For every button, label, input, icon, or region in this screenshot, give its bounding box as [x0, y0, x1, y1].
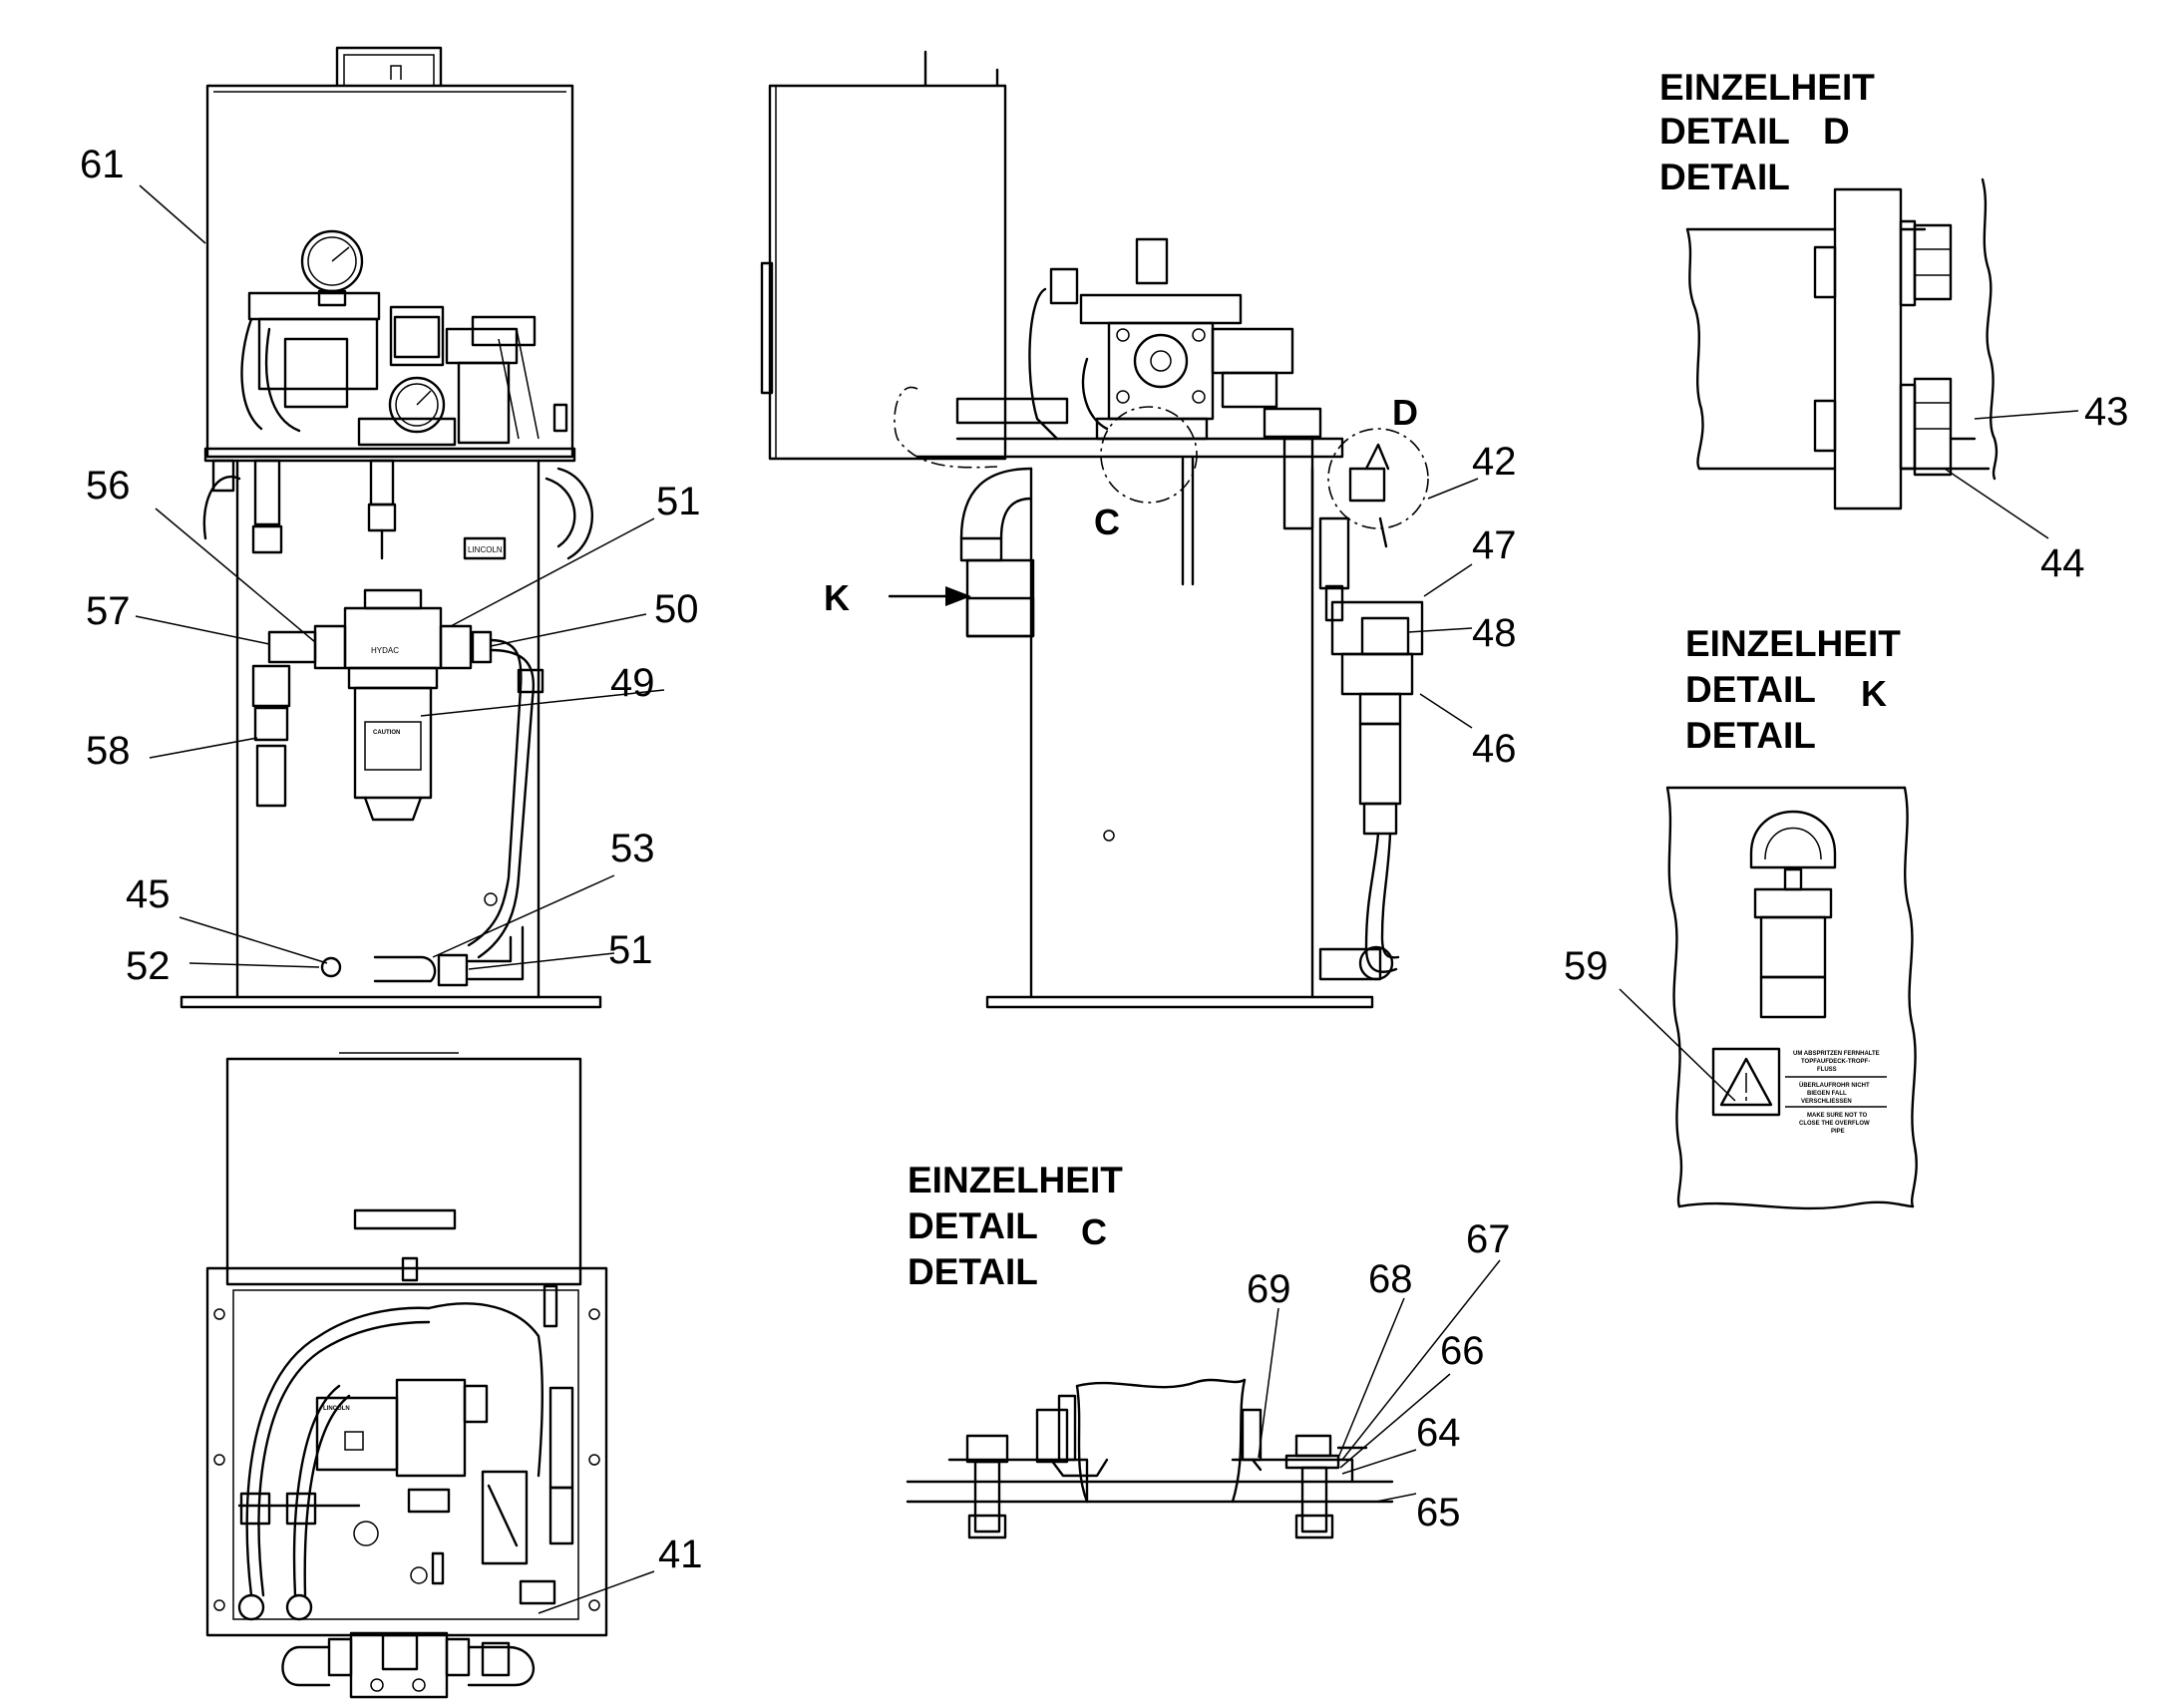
detail-d-marker: D [1392, 392, 1418, 433]
callout-41: 41 [658, 1533, 703, 1576]
callout-68: 68 [1368, 1257, 1413, 1301]
detail-c [906, 1378, 1394, 1539]
callout-44: 44 [2040, 541, 2085, 585]
callout-53: 53 [610, 827, 655, 870]
callout-66: 66 [1440, 1329, 1485, 1373]
detail-k: UM ABSPRITZEN FERNHALTE TOPFAUFDECK-TROP… [1665, 786, 1918, 1210]
detail-d [1685, 177, 1998, 511]
warning-en-3: PIPE [1831, 1129, 1845, 1135]
detail-k-line3: DETAIL [1685, 715, 1816, 756]
detail-d-line2: DETAIL [1659, 111, 1790, 152]
callout-69: 69 [1247, 1267, 1291, 1311]
detail-d-heading: EINZELHEIT DETAIL D DETAIL [1659, 67, 1875, 197]
warning-de-4: ÜBERLAUFROHR NICHT [1799, 1082, 1870, 1089]
callout-57: 57 [86, 589, 131, 633]
detail-c-marker: C [1094, 502, 1120, 542]
callout-43: 43 [2084, 390, 2129, 434]
detail-d-letter: D [1823, 111, 1850, 152]
callout-61: 61 [80, 143, 125, 186]
warning-de-3: FLUSS [1817, 1067, 1837, 1073]
callout-48: 48 [1472, 611, 1517, 655]
callout-67: 67 [1466, 1217, 1511, 1261]
callout-56: 56 [86, 464, 131, 508]
callout-52: 52 [126, 944, 171, 988]
callout-58: 58 [86, 729, 131, 773]
caution-label: CAUTION [373, 730, 400, 736]
front-brand-label: LINCOLN [468, 545, 503, 554]
detail-k-heading: EINZELHEIT DETAIL K DETAIL [1685, 623, 1901, 756]
side-view: C K D [760, 50, 1429, 1009]
detail-c-heading: EINZELHEIT DETAIL C DETAIL [908, 1160, 1123, 1292]
warning-de-5: BIEGEN FALL [1807, 1091, 1847, 1097]
detail-k-line2: DETAIL [1685, 669, 1816, 710]
detail-d-line3: DETAIL [1659, 157, 1790, 197]
detail-c-line3: DETAIL [908, 1251, 1038, 1292]
callout-50: 50 [654, 587, 699, 631]
warning-de-6: VERSCHLIESSEN [1801, 1099, 1852, 1105]
callout-45: 45 [126, 872, 171, 916]
detail-k-line1: EINZELHEIT [1685, 623, 1901, 664]
filter-brand-label: HYDAC [371, 646, 399, 655]
warning-en-2: CLOSE THE OVERFLOW [1799, 1121, 1870, 1127]
callout-49: 49 [610, 661, 655, 705]
callout-46: 46 [1472, 727, 1517, 771]
callout-59: 59 [1564, 944, 1609, 988]
detail-c-letter: C [1081, 1211, 1107, 1252]
detail-d-line1: EINZELHEIT [1659, 67, 1875, 108]
front-view: LINCOLN HYDAC CAUTION [180, 46, 602, 1009]
callout-42: 42 [1472, 440, 1517, 484]
callout-47: 47 [1472, 523, 1517, 567]
warning-de-1: UM ABSPRITZEN FERNHALTE [1793, 1051, 1880, 1057]
leader-lines [135, 184, 2079, 1614]
detail-c-line2: DETAIL [908, 1205, 1038, 1246]
callout-51-bottom: 51 [608, 928, 653, 972]
callout-51-top: 51 [656, 480, 701, 523]
callout-65: 65 [1416, 1491, 1461, 1535]
view-k-marker: K [824, 577, 850, 618]
detail-c-line1: EINZELHEIT [908, 1160, 1123, 1200]
warning-de-2: TOPFAUFDECK-TROPF- [1801, 1059, 1870, 1065]
warning-en-1: MAKE SURE NOT TO [1807, 1113, 1868, 1119]
callouts: 61 56 51 57 50 49 58 53 45 52 51 42 47 4… [80, 143, 2129, 1576]
callout-64: 64 [1416, 1411, 1461, 1455]
top-view: LINCOLN [205, 1052, 608, 1699]
detail-k-letter: K [1861, 673, 1887, 714]
